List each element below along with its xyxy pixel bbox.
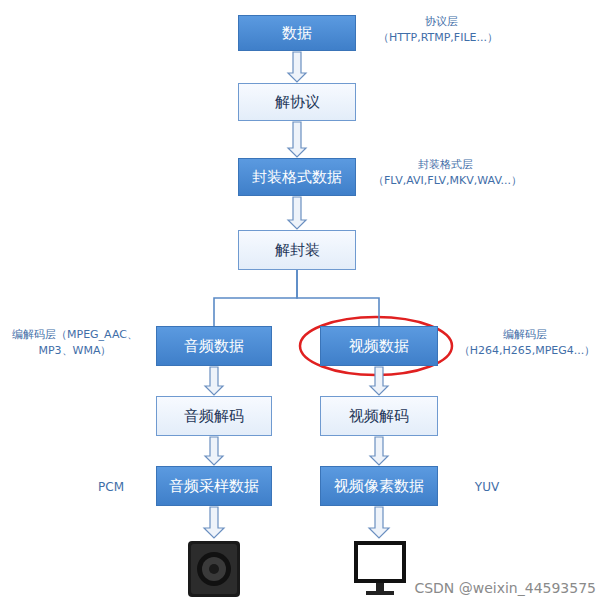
flow-arrow — [370, 367, 388, 395]
layer-note: PCM — [86, 479, 136, 496]
highlight-ellipse — [300, 317, 452, 375]
data-box: 视频像素数据 — [320, 466, 438, 506]
output-arrow — [204, 507, 224, 538]
data-box: 数据 — [238, 15, 356, 51]
monitor-icon — [354, 541, 406, 595]
box-label: 视频数据 — [349, 337, 409, 356]
flow-arrow — [288, 52, 306, 82]
box-label: 解封装 — [275, 241, 320, 260]
flow-arrow — [288, 122, 306, 157]
data-box: 封装格式数据 — [238, 158, 356, 196]
layer-note: 协议层 — [396, 14, 486, 30]
process-box: 视频解码 — [320, 396, 438, 436]
box-label: 视频像素数据 — [334, 477, 424, 496]
layer-note: （HTTP,RTMP,FILE...） — [368, 30, 508, 46]
box-label: 音频数据 — [184, 337, 244, 356]
box-label: 音频采样数据 — [169, 477, 259, 496]
box-label: 解协议 — [275, 93, 320, 112]
layer-note: YUV — [462, 479, 512, 496]
box-label: 封装格式数据 — [252, 168, 342, 187]
box-label: 数据 — [282, 24, 312, 43]
data-box: 音频数据 — [156, 326, 272, 366]
flow-arrow — [205, 367, 223, 395]
output-arrow — [369, 507, 389, 538]
layer-note: （FLV,AVI,FLV,MKV,WAV...） — [360, 173, 535, 189]
data-box: 音频采样数据 — [156, 466, 272, 506]
split-line — [297, 270, 379, 326]
data-box: 视频数据 — [320, 326, 438, 366]
flow-arrow — [288, 197, 306, 229]
layer-note: （H264,H265,MPEG4...） — [452, 343, 602, 359]
process-box: 解协议 — [238, 83, 356, 121]
speaker-icon — [188, 541, 240, 597]
layer-note: 编解码层（MPEG_AAC、 MP3、WMA） — [2, 327, 148, 359]
split-line — [214, 270, 297, 326]
layer-note: 封装格式层 — [400, 157, 490, 173]
layer-note: 编解码层 — [470, 327, 580, 343]
process-box: 解封装 — [238, 230, 356, 270]
watermark: CSDN @weixin_44593575 — [356, 578, 596, 598]
box-label: 音频解码 — [184, 407, 244, 426]
flow-arrow — [370, 437, 388, 465]
box-label: 视频解码 — [349, 407, 409, 426]
process-box: 音频解码 — [156, 396, 272, 436]
flow-arrow — [205, 437, 223, 465]
